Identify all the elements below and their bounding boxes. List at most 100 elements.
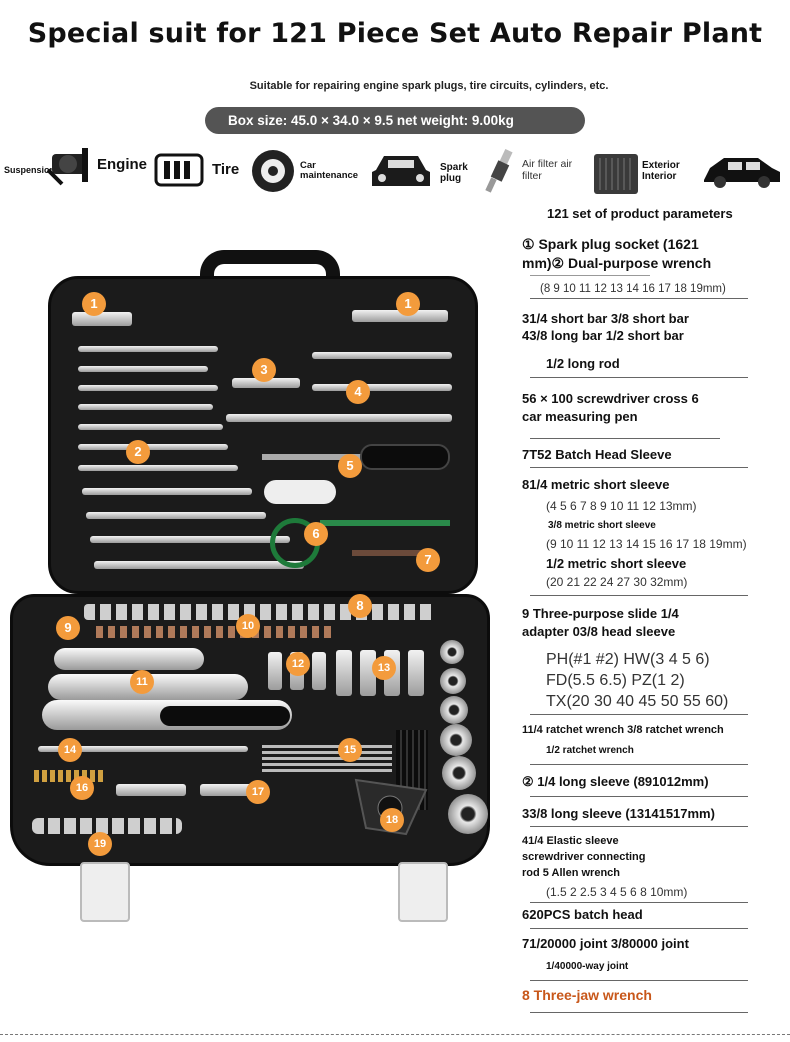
badge-9: 9 bbox=[56, 616, 80, 640]
latch-left bbox=[80, 862, 130, 922]
param-5b: (4 5 6 7 8 9 10 11 12 13mm) bbox=[546, 499, 697, 513]
spark-plug-socket bbox=[352, 310, 448, 322]
param-10c: rod 5 Allen wrench bbox=[522, 867, 621, 879]
wrench bbox=[86, 512, 266, 519]
socket bbox=[448, 794, 488, 834]
param-11: 620PCS batch head bbox=[522, 907, 643, 922]
short-bar bbox=[232, 378, 300, 388]
tire-icon bbox=[252, 150, 294, 192]
param-10d: (1.5 2 2.5 3 4 5 6 8 10mm) bbox=[546, 885, 688, 899]
param-3b: car measuring pen bbox=[522, 409, 638, 424]
param-5f: (20 21 22 24 27 30 32mm) bbox=[546, 575, 688, 589]
screwdriver-handle bbox=[360, 444, 450, 470]
socket bbox=[440, 640, 464, 664]
box-size-pill: Box size: 45.0 × 34.0 × 9.5 net weight: … bbox=[205, 107, 585, 134]
param-10b: screwdriver connecting bbox=[522, 851, 646, 863]
long-socket bbox=[268, 652, 282, 690]
param-6d: FD(5.5 6.5) PZ(1 2) bbox=[546, 672, 685, 689]
param-2b: 43/8 long bar 1/2 short bar bbox=[522, 328, 684, 343]
universal-joint bbox=[200, 784, 260, 796]
param-4: 7T52 Batch Head Sleeve bbox=[522, 447, 672, 462]
socket bbox=[440, 696, 468, 724]
ratchet-grip bbox=[160, 706, 290, 726]
param-12b: 1/40000-way joint bbox=[546, 961, 629, 972]
socket bbox=[440, 724, 472, 756]
long-socket bbox=[312, 652, 326, 690]
wrench bbox=[94, 561, 304, 569]
engine-icon bbox=[154, 153, 204, 187]
badge-1: 1 bbox=[82, 292, 106, 316]
long-socket bbox=[336, 650, 352, 696]
badge-18: 18 bbox=[380, 808, 404, 832]
app-label-tire: Tire bbox=[212, 161, 240, 178]
wrench bbox=[78, 424, 223, 430]
app-label-air-filter: Air filter air filter bbox=[522, 158, 573, 182]
badge-12: 12 bbox=[286, 652, 310, 676]
car-side-icon bbox=[704, 158, 780, 188]
wrench bbox=[78, 465, 238, 471]
socket-row-bottom bbox=[32, 818, 182, 834]
param-6b: adapter 03/8 head sleeve bbox=[522, 624, 676, 639]
wrench bbox=[78, 385, 218, 391]
wrench bbox=[78, 404, 213, 410]
universal-joint bbox=[116, 784, 186, 796]
param-5e: 1/2 metric short sleeve bbox=[546, 556, 687, 571]
app-label-spark-plug: Spark plug bbox=[440, 162, 468, 184]
badge-7: 7 bbox=[416, 548, 440, 572]
param-2a: 31/4 short bar 3/8 short bar bbox=[522, 311, 689, 326]
param-3a: 56 × 100 screwdriver cross 6 bbox=[522, 391, 699, 406]
app-label-car-maintenance: Car maintenance bbox=[300, 160, 359, 182]
param-7a: 11/4 ratchet wrench 3/8 ratchet wrench bbox=[522, 724, 724, 736]
badge-16: 16 bbox=[70, 776, 94, 800]
latch-right bbox=[398, 862, 448, 922]
bit-set bbox=[34, 770, 104, 782]
ratchet-small bbox=[54, 648, 204, 670]
footer-divider bbox=[0, 1034, 790, 1035]
param-5d: (9 10 11 12 13 14 15 16 17 18 19mm) bbox=[546, 537, 747, 551]
param-2c: 1/2 long rod bbox=[546, 356, 620, 371]
long-socket bbox=[360, 650, 376, 696]
test-pen bbox=[320, 520, 450, 526]
app-label-exterior: Exterior Interior bbox=[642, 160, 680, 182]
param-5a: 81/4 metric short sleeve bbox=[522, 477, 670, 492]
param-6a: 9 Three-purpose slide 1/4 bbox=[522, 606, 679, 621]
param-9: 33/8 long sleeve (13141517mm) bbox=[522, 806, 715, 821]
badge-2: 2 bbox=[126, 440, 150, 464]
params-heading: 121 set of product parameters bbox=[547, 206, 733, 221]
app-label-suspension: Suspension bbox=[4, 165, 56, 175]
wrench bbox=[90, 536, 290, 543]
socket-row bbox=[84, 604, 436, 620]
car-front-icon bbox=[372, 156, 430, 186]
param-10a: 41/4 Elastic sleeve bbox=[522, 835, 619, 847]
extension-bar bbox=[312, 384, 452, 391]
wrench bbox=[78, 346, 218, 352]
spark-plug-icon bbox=[485, 148, 513, 193]
screwdriver-handle-2 bbox=[264, 480, 336, 504]
param-1b: mm)② Dual-purpose wrench bbox=[522, 255, 712, 271]
param-8: ② 1/4 long sleeve (891012mm) bbox=[522, 774, 709, 789]
air-filter-icon bbox=[594, 154, 638, 194]
badge-6: 6 bbox=[304, 522, 328, 546]
param-6e: TX(20 30 40 45 50 55 60) bbox=[546, 693, 729, 710]
param-1a: ① Spark plug socket (1621 bbox=[522, 236, 699, 252]
param-5c: 3/8 metric short sleeve bbox=[548, 520, 656, 531]
app-label-engine: Engine bbox=[97, 156, 148, 173]
suspension-icon bbox=[46, 148, 88, 186]
param-6c: PH(#1 #2) HW(3 4 5 6) bbox=[546, 651, 710, 668]
wrench bbox=[78, 444, 228, 450]
badge-4: 4 bbox=[346, 380, 370, 404]
badge-5: 5 bbox=[338, 454, 362, 478]
param-7b: 1/2 ratchet wrench bbox=[546, 745, 634, 756]
badge-13: 13 bbox=[372, 656, 396, 680]
spark-plug-socket bbox=[72, 312, 132, 326]
wrench bbox=[82, 488, 252, 495]
extension-bar bbox=[312, 352, 452, 359]
page-title: Special suit for 121 Piece Set Auto Repa… bbox=[27, 18, 763, 49]
param-13: 8 Three-jaw wrench bbox=[522, 987, 652, 1003]
long-bar bbox=[226, 414, 452, 422]
badge-3: 3 bbox=[252, 358, 276, 382]
joint-bar bbox=[38, 746, 248, 752]
wrench bbox=[78, 366, 208, 372]
badge-10: 10 bbox=[236, 614, 260, 638]
badge-14: 14 bbox=[58, 738, 82, 762]
